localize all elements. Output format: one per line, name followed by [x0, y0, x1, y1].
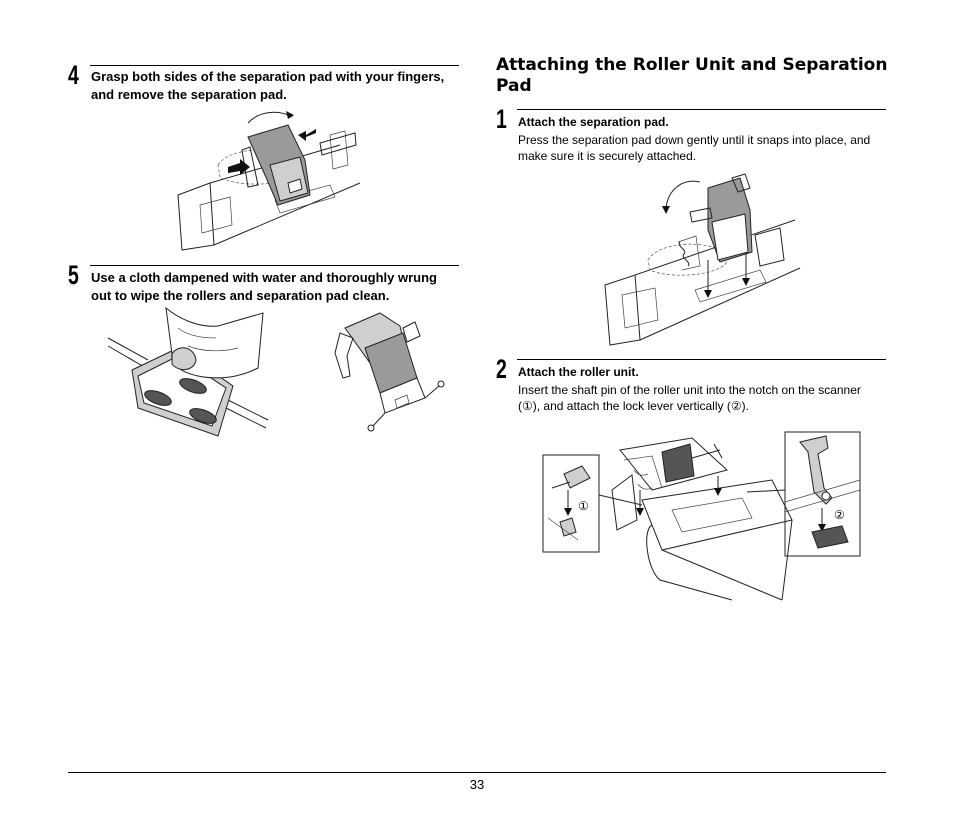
page-number: 33	[469, 777, 485, 792]
section-heading-line1: Attaching the Roller Unit and Separation	[496, 55, 888, 75]
callout-1: ①	[578, 499, 589, 513]
step-r2-rule	[517, 359, 886, 360]
step-r1-body-line1: Press the separation pad down gently unt…	[518, 133, 871, 147]
illustration-attach-roller-unit	[542, 431, 861, 601]
step-r1-body-line2: make sure it is securely attached.	[518, 149, 697, 163]
step-4-number: 4	[68, 60, 79, 90]
step-5-number: 5	[68, 260, 79, 290]
footer-rule	[68, 772, 886, 773]
step-r1-rule	[517, 109, 886, 110]
illustration-remove-separation-pad	[177, 111, 361, 251]
step-r2-body-line1: Insert the shaft pin of the roller unit …	[518, 383, 861, 397]
callout-2: ②	[834, 508, 845, 522]
step-r1-number: 1	[496, 104, 507, 134]
illustration-separation-pad	[334, 312, 445, 432]
step-5-title-line1: Use a cloth dampened with water and thor…	[91, 270, 437, 285]
illustration-attach-separation-pad	[604, 173, 801, 346]
step-r1-title: Attach the separation pad.	[518, 115, 669, 129]
section-heading: Attaching the Roller Unit and Separation…	[496, 55, 896, 97]
step-4-title-line2: and remove the separation pad.	[91, 87, 287, 102]
step-r2-body-line2: (①), and attach the lock lever verticall…	[518, 399, 749, 413]
step-4-rule	[90, 65, 459, 66]
step-5-rule	[90, 265, 459, 266]
step-4-title-line1: Grasp both sides of the separation pad w…	[91, 69, 445, 84]
section-heading-line2: Pad	[496, 76, 532, 96]
step-r2-number: 2	[496, 354, 507, 384]
illustration-wipe-rollers	[107, 306, 269, 437]
step-r2-title: Attach the roller unit.	[518, 365, 639, 379]
step-5-title-line2: out to wipe the rollers and separation p…	[91, 288, 390, 303]
